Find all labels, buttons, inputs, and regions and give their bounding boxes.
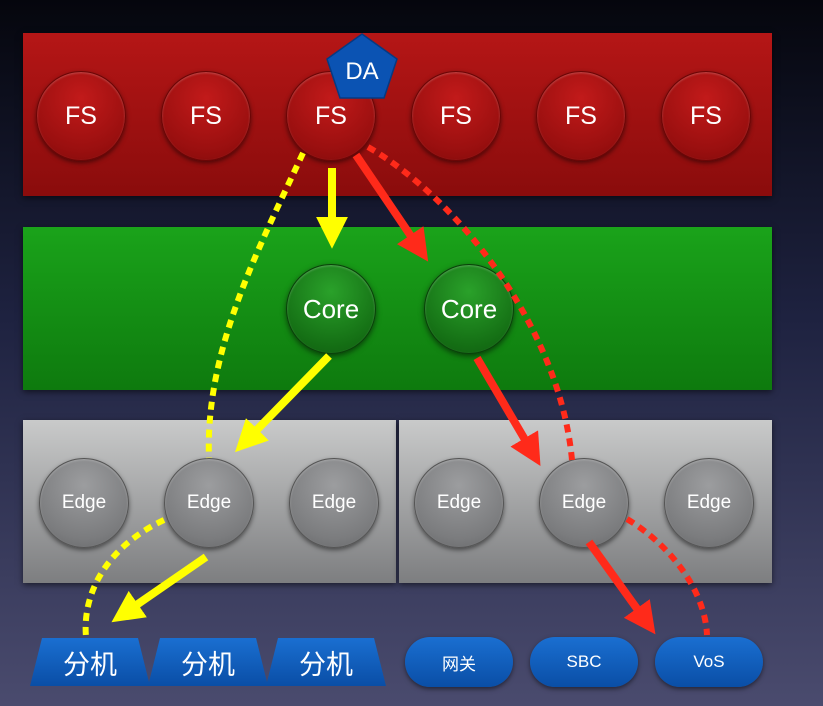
core-node-2: Core [424,264,514,354]
fs-node-1: FS [36,71,126,161]
gateway-endpoint: 网关 [405,637,513,687]
core-node-1: Core [286,264,376,354]
da-pentagon-icon [326,33,398,99]
edge-node-4: Edge [414,458,504,548]
edge-node-1: Edge [39,458,129,548]
fs-node-2: FS [161,71,251,161]
da-label: DA [345,58,379,85]
vos-endpoint: VoS [655,637,763,687]
sbc-endpoint: SBC [530,637,638,687]
fs-node-4: FS [411,71,501,161]
edge-node-3: Edge [289,458,379,548]
edge-node-6: Edge [664,458,754,548]
extension-2: 分机 [148,638,268,686]
extension-3: 分机 [266,638,386,686]
fs-node-6: FS [661,71,751,161]
edge-node-5: Edge [539,458,629,548]
extension-1: 分机 [30,638,150,686]
fs-node-5: FS [536,71,626,161]
core-layer [23,227,772,390]
edge-node-2: Edge [164,458,254,548]
